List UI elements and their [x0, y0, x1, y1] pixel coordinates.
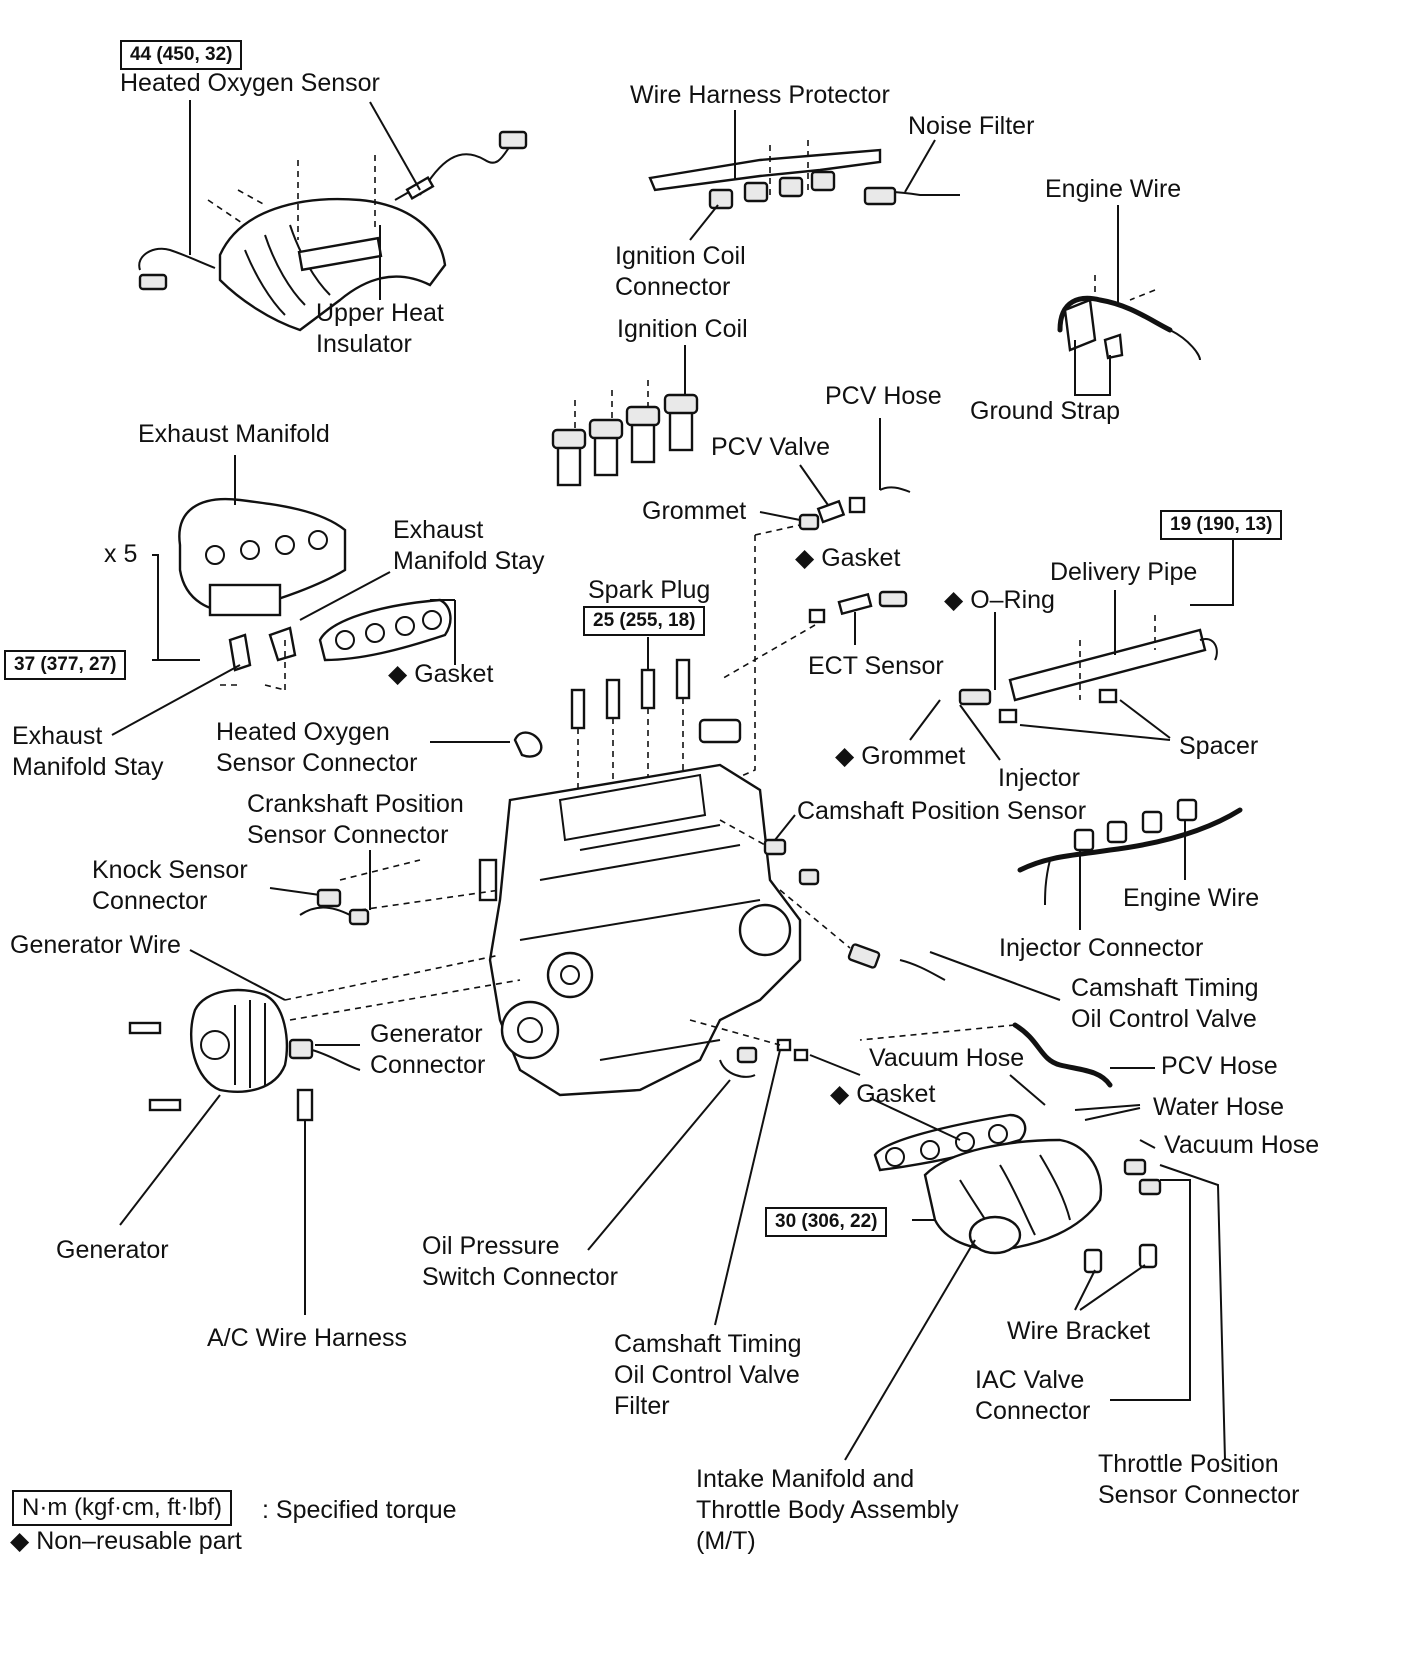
label-o-ring: ◆ O–Ring	[944, 585, 1055, 616]
torque-box-heated-oxygen-sensor: 44 (450, 32)	[120, 40, 243, 70]
label-ignition-coil: Ignition Coil	[617, 315, 748, 343]
non-reusable-marker: ◆	[830, 1080, 850, 1108]
legend-specified-torque: : Specified torque	[262, 1496, 457, 1524]
label-pcv-hose-top: PCV Hose	[825, 382, 942, 410]
torque-box-intake-manifold: 30 (306, 22)	[765, 1207, 888, 1237]
engine-wire-right-drawing	[1017, 798, 1243, 906]
label-grommet-injector: ◆ Grommet	[835, 741, 965, 772]
engine-block-drawing	[478, 718, 802, 1097]
upper-heat-insulator-drawing	[218, 197, 447, 332]
label-ground-strap: Ground Strap	[970, 397, 1121, 425]
label-ect-sensor: ECT Sensor	[808, 652, 944, 680]
legend-non-reusable-text: Non–reusable part	[36, 1527, 242, 1555]
label-gasket-intake-text: Gasket	[856, 1080, 936, 1108]
label-intake-manifold: Intake Manifold and Throttle Body Assemb…	[696, 1465, 959, 1555]
label-exhaust-manifold: Exhaust Manifold	[138, 420, 330, 448]
label-engine-wire-right: Engine Wire	[1123, 884, 1260, 912]
label-injector-connector: Injector Connector	[999, 934, 1204, 962]
legend-non-reusable: ◆ Non–reusable part	[10, 1526, 242, 1557]
label-gasket-mid: ◆ Gasket	[795, 543, 900, 574]
label-camshaft-timing-oil-control-valve: Camshaft Timing Oil Control Valve	[1071, 974, 1259, 1033]
label-gasket-mid-text: Gasket	[821, 544, 901, 572]
delivery-pipe-drawing	[958, 628, 1218, 724]
label-injector: Injector	[998, 764, 1080, 792]
legend-unit-box: N·m (kgf·cm, ft·lbf)	[12, 1490, 232, 1526]
label-ac-wire-harness: A/C Wire Harness	[207, 1324, 408, 1352]
spark-plugs-drawing	[570, 658, 691, 730]
label-wire-harness-protector: Wire Harness Protector	[630, 81, 890, 109]
label-knock-sensor-connector: Knock Sensor Connector	[92, 856, 248, 915]
label-ignition-coil-connector: Ignition Coil Connector	[615, 242, 746, 301]
label-heated-oxygen-sensor: Heated Oxygen Sensor	[120, 69, 380, 97]
torque-box-delivery-pipe: 19 (190, 13)	[1160, 510, 1283, 540]
label-gasket-exhaust: ◆ Gasket	[388, 659, 493, 690]
label-crankshaft-position-sensor-connector: Crankshaft Position Sensor Connector	[247, 790, 464, 849]
label-gasket-exhaust-text: Gasket	[414, 660, 494, 688]
label-generator: Generator	[56, 1236, 169, 1264]
label-times-five: x 5	[104, 540, 138, 568]
label-exhaust-manifold-stay-top: Exhaust Manifold Stay	[393, 516, 545, 575]
label-iac-valve-connector: IAC Valve Connector	[975, 1366, 1091, 1425]
label-vacuum-hose-mid: Vacuum Hose	[869, 1044, 1025, 1072]
label-generator-connector: Generator Connector	[370, 1020, 486, 1079]
non-reusable-marker: ◆	[795, 544, 815, 572]
label-generator-wire: Generator Wire	[10, 931, 181, 959]
label-o-ring-text: O–Ring	[970, 586, 1055, 614]
generator-drawing	[128, 988, 361, 1122]
label-engine-wire-top: Engine Wire	[1045, 175, 1182, 203]
label-throttle-position-sensor-connector: Throttle Position Sensor Connector	[1098, 1450, 1300, 1509]
label-camshaft-position-sensor: Camshaft Position Sensor	[797, 797, 1087, 825]
non-reusable-marker: ◆	[835, 742, 855, 770]
non-reusable-marker: ◆	[944, 586, 964, 614]
label-camshaft-timing-filter: Camshaft Timing Oil Control Valve Filter	[614, 1330, 802, 1420]
heated-oxygen-sensor-drawing	[138, 130, 528, 291]
ignition-coils-drawing	[551, 393, 699, 487]
label-vacuum-hose-right: Vacuum Hose	[1164, 1131, 1320, 1159]
non-reusable-marker: ◆	[10, 1527, 30, 1555]
label-noise-filter: Noise Filter	[908, 112, 1035, 140]
torque-box-spark-plug: 25 (255, 18)	[583, 606, 706, 636]
label-delivery-pipe: Delivery Pipe	[1050, 558, 1198, 586]
exhaust-gasket-drawing	[318, 598, 452, 662]
torque-box-exhaust-manifold: 37 (377, 27)	[4, 650, 127, 680]
intake-manifold-drawing	[923, 1138, 1162, 1274]
label-heated-oxygen-sensor-connector: Heated Oxygen Sensor Connector	[216, 718, 418, 777]
label-grommet-injector-text: Grommet	[861, 742, 966, 770]
engine-wire-top-drawing	[1057, 295, 1201, 361]
label-upper-heat-insulator: Upper Heat Insulator	[316, 299, 444, 358]
label-spacer: Spacer	[1179, 732, 1259, 760]
label-spark-plug: Spark Plug	[588, 576, 711, 604]
label-pcv-hose-right: PCV Hose	[1161, 1052, 1278, 1080]
label-pcv-valve: PCV Valve	[711, 433, 831, 461]
non-reusable-marker: ◆	[388, 660, 408, 688]
label-wire-bracket: Wire Bracket	[1007, 1317, 1151, 1345]
label-gasket-intake: ◆ Gasket	[830, 1079, 935, 1110]
label-grommet-top: Grommet	[642, 497, 747, 525]
label-exhaust-manifold-stay-left: Exhaust Manifold Stay	[12, 722, 164, 781]
wire-harness-protector-drawing	[648, 148, 960, 210]
exhaust-manifold-drawing	[178, 497, 347, 672]
label-oil-pressure-switch-connector: Oil Pressure Switch Connector	[422, 1232, 618, 1291]
label-water-hose: Water Hose	[1153, 1093, 1285, 1121]
